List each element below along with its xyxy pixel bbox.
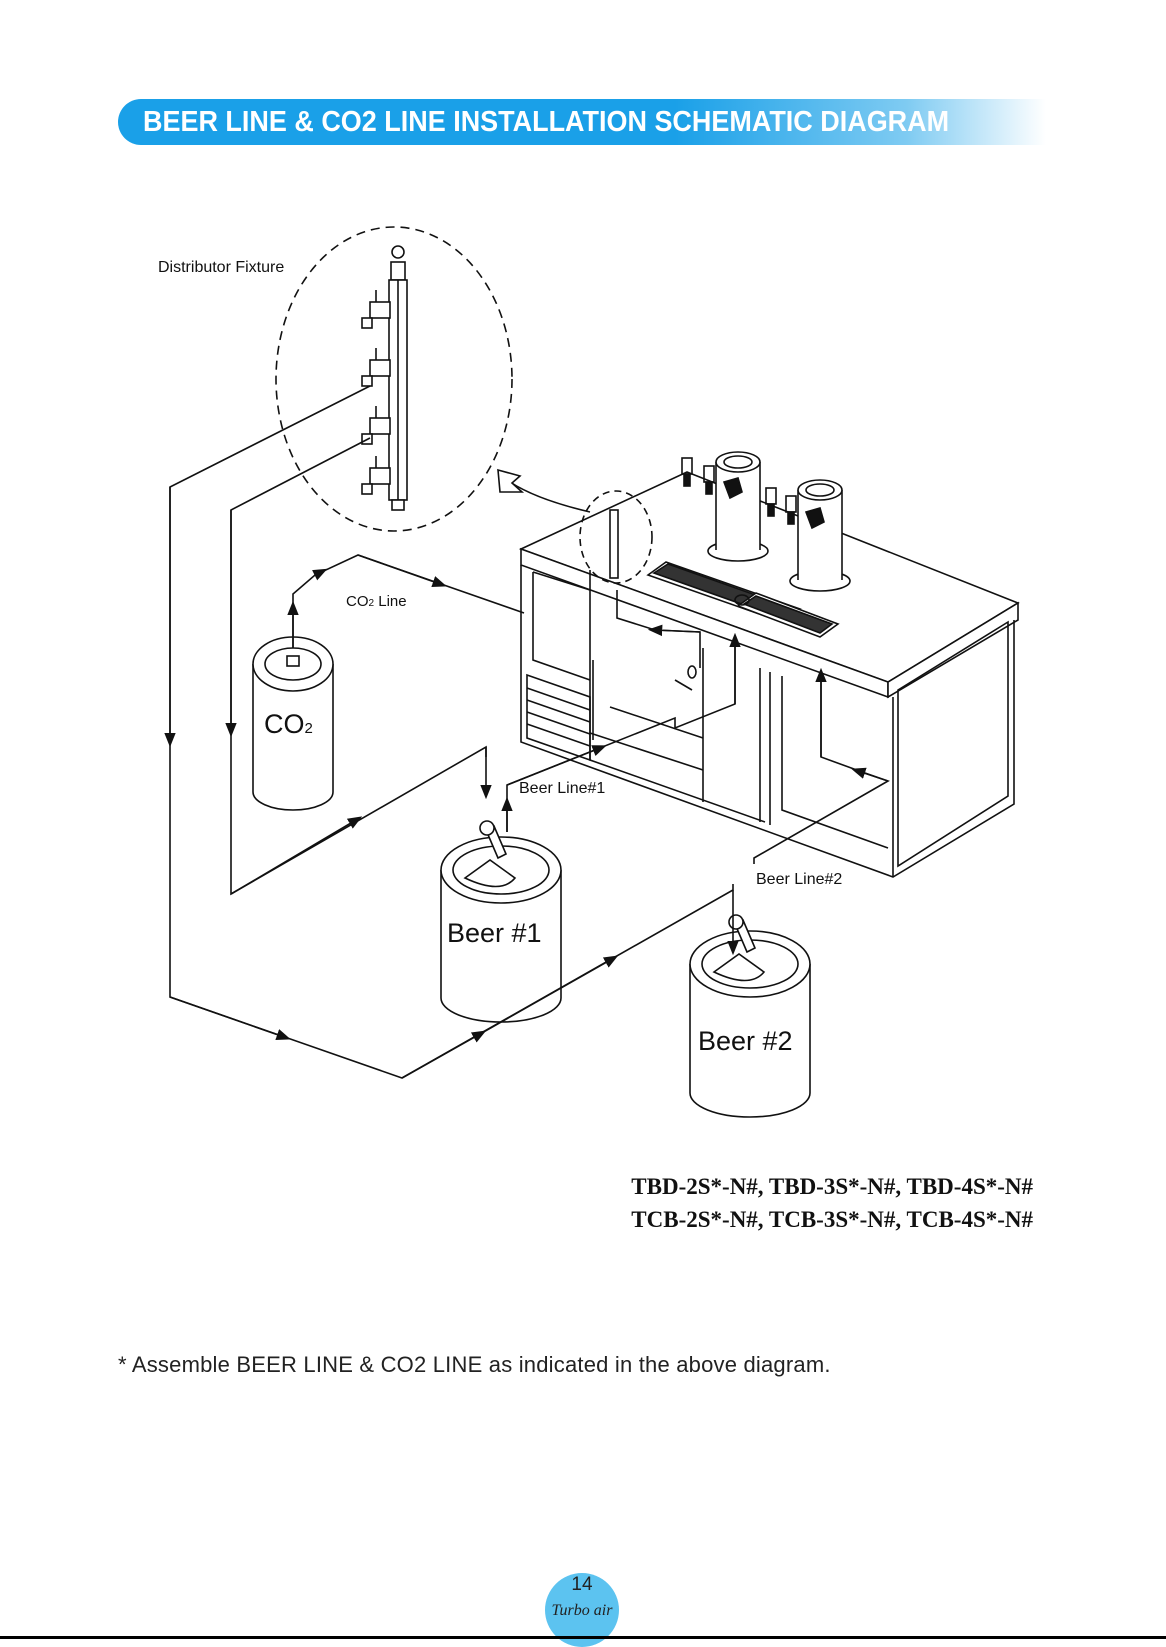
keg-2-label: Beer #2	[698, 1026, 793, 1056]
tap-handle-icon	[766, 488, 776, 516]
distributor-manifold-icon	[362, 246, 407, 510]
distributor-valve	[362, 456, 390, 494]
beer-line-1-label: Beer Line#1	[519, 780, 605, 797]
distributor-callout	[276, 227, 590, 531]
beer-keg-2	[690, 915, 810, 1117]
model-numbers: TBD-2S*-N#, TBD-3S*-N#, TBD-4S*-N# TCB-2…	[631, 1170, 1033, 1236]
model-line-2: TCB-2S*-N#, TCB-3S*-N#, TCB-4S*-N#	[631, 1203, 1033, 1236]
distributor-fixture-label: Distributor Fixture	[158, 259, 284, 276]
distributor-valve	[362, 290, 390, 328]
beer-dispenser-cabinet	[521, 452, 1018, 877]
assembly-note: * Assemble BEER LINE & CO2 LINE as indic…	[118, 1352, 831, 1378]
callout-arrow-icon	[498, 470, 522, 492]
keg-1-label: Beer #1	[447, 918, 542, 948]
page-number: 14	[545, 1574, 619, 1596]
co2-line-label: CO2 Line	[346, 593, 407, 610]
model-line-1: TBD-2S*-N#, TBD-3S*-N#, TBD-4S*-N#	[631, 1170, 1033, 1203]
beer-line-2-label: Beer Line#2	[756, 871, 842, 888]
brand-logo: Turbo air	[545, 1602, 619, 1620]
distributor-valve	[362, 406, 390, 444]
tap-handle-icon	[786, 496, 796, 524]
distributor-valve	[362, 348, 390, 386]
